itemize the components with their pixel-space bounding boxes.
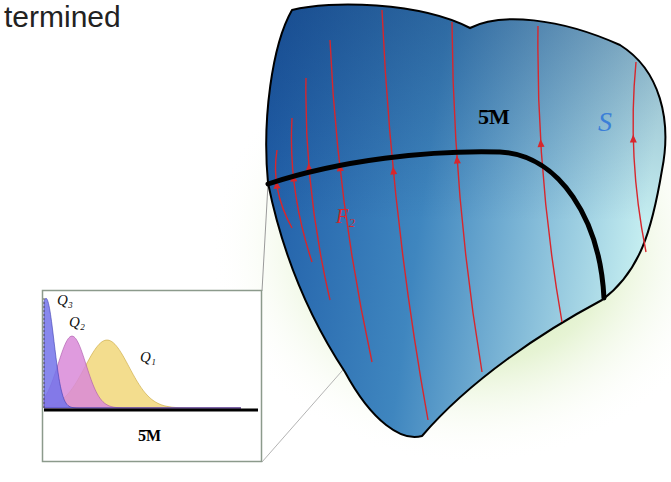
flux-line <box>382 10 428 420</box>
flux-arrowhead <box>537 139 544 147</box>
flux-line <box>306 78 330 300</box>
axis-line <box>44 409 258 412</box>
axis-label: 5̄M <box>138 428 161 444</box>
flux-arrowhead <box>389 166 397 175</box>
distribution-curve <box>44 336 241 408</box>
curve-name: Q₁ <box>140 350 156 365</box>
inset-border <box>43 291 262 462</box>
heading-fragment: termined <box>4 2 121 32</box>
left-edge <box>44 298 45 408</box>
flux-arrowhead <box>630 134 637 142</box>
surface-outline <box>266 4 665 437</box>
flux-label: F₂ <box>336 206 355 226</box>
distribution-curve <box>44 298 241 408</box>
matter-curve <box>268 152 604 298</box>
zoom-line <box>262 184 268 291</box>
surface-region: 5̄M S F₂ <box>262 0 671 445</box>
inset-plot: Q₃ Q₂ Q₁ 5̄M <box>42 290 262 462</box>
flux-arrowhead <box>453 155 461 163</box>
flux-line <box>330 40 372 362</box>
curve-name: Q₂ <box>69 315 85 330</box>
curve-name: Q₃ <box>57 293 73 308</box>
flux-line <box>291 118 312 262</box>
surface-shade <box>266 4 665 437</box>
surface-label: S <box>598 108 612 136</box>
flux-line <box>633 62 646 252</box>
surface-fill <box>266 4 665 437</box>
curve-label: 5̄M <box>478 106 510 128</box>
flux-line <box>452 22 482 372</box>
flux-line <box>275 150 292 228</box>
surface-shape <box>262 0 671 445</box>
